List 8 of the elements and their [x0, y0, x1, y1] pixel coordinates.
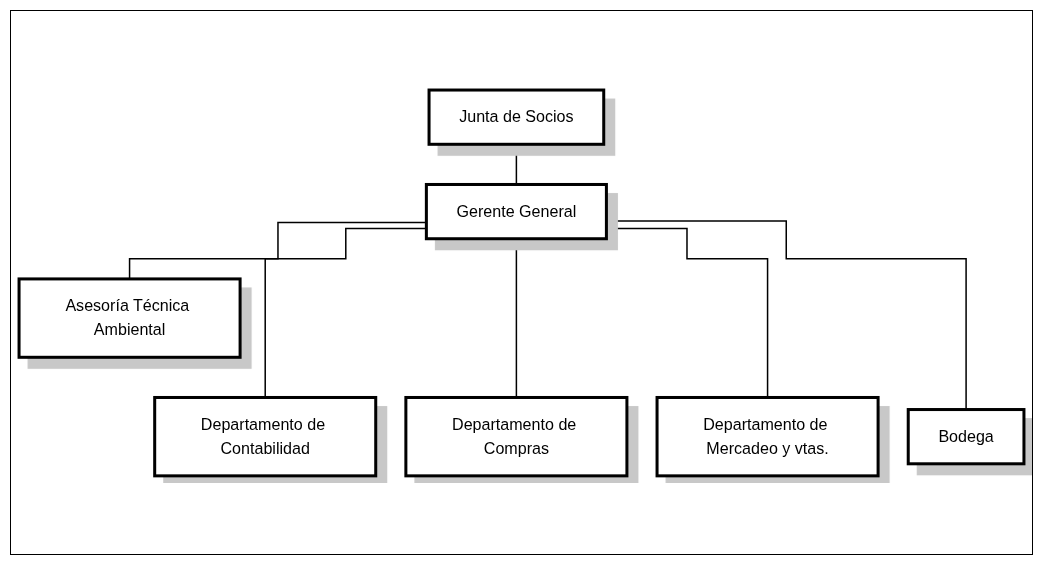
node-box: Departamento de Contabilidad: [153, 395, 378, 477]
node-box: Departamento de Compras: [404, 395, 629, 477]
node-box: Departamento de Mercadeo y vtas.: [655, 395, 880, 477]
connector: [515, 143, 518, 185]
node-box: Junta de Socios: [427, 88, 606, 146]
node-box: Gerente General: [424, 182, 608, 240]
node-box: Bodega: [906, 407, 1026, 465]
node-box: Asesoría Técnica Ambiental: [17, 276, 242, 359]
